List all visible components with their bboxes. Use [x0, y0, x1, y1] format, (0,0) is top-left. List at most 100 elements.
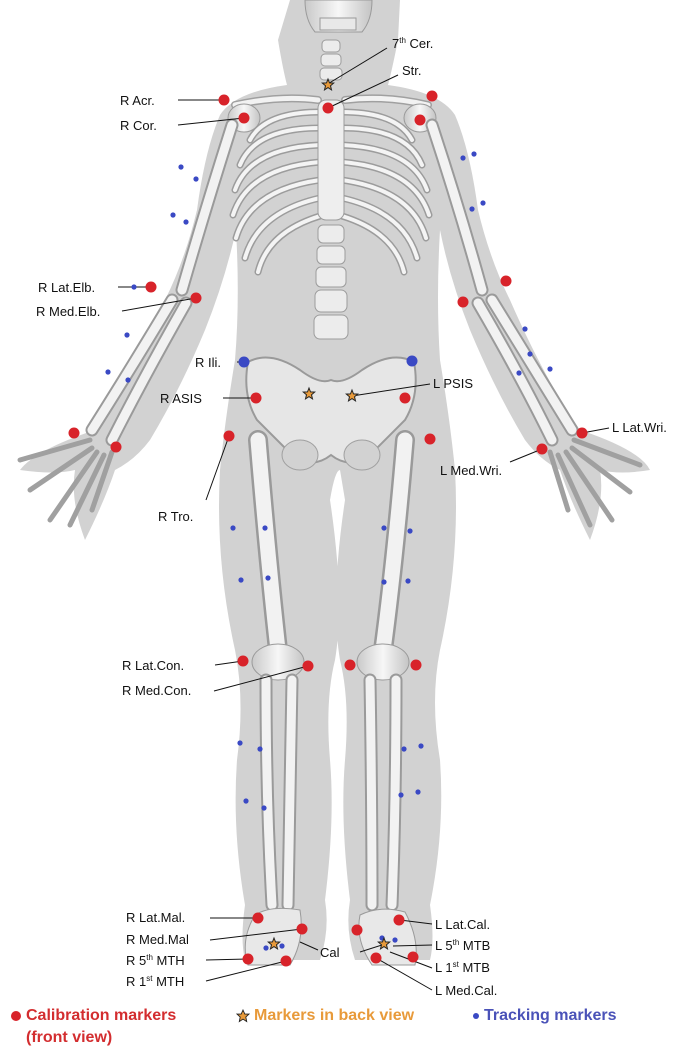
- calibration-marker: [352, 925, 363, 936]
- label-r-5th-mth: R 5th MTH: [126, 953, 185, 968]
- legend-calibration-sub: (front view): [26, 1029, 112, 1047]
- tracking-marker: [125, 377, 130, 382]
- label-l-5th-mtb: L 5th MTB: [435, 938, 490, 953]
- calibration-marker: [243, 954, 254, 965]
- tracking-marker: [230, 525, 235, 530]
- label-r-1st-mth: R 1st MTH: [126, 974, 184, 989]
- calibration-marker: [345, 660, 356, 671]
- tracking-marker: [261, 805, 266, 810]
- label-r-med-con: R Med.Con.: [122, 683, 191, 698]
- calibration-marker: [427, 91, 438, 102]
- calibration-marker: [191, 293, 202, 304]
- label-l-lat-cal: L Lat.Cal.: [435, 917, 490, 932]
- tracking-marker: [469, 206, 474, 211]
- label-r-med-mal: R Med.Mal: [126, 932, 189, 947]
- legend-back-label: Markers in back view: [254, 1007, 414, 1024]
- legend-calibration-label: Calibration markers: [26, 1007, 176, 1024]
- tracking-marker: [418, 743, 423, 748]
- tracking-marker: [265, 575, 270, 580]
- legend-tracking: Tracking markers: [472, 1007, 617, 1025]
- tracking-marker: [183, 219, 188, 224]
- tracking-marker: [279, 943, 284, 948]
- label-r-tro: R Tro.: [158, 509, 193, 524]
- calibration-marker: [425, 434, 436, 445]
- tracking-marker: [243, 798, 248, 803]
- calibration-marker: [323, 103, 334, 114]
- calibration-marker: [239, 113, 250, 124]
- tracking-marker: [480, 200, 485, 205]
- tracking-marker: [381, 579, 386, 584]
- label-str: Str.: [402, 63, 422, 78]
- legend-tracking-label: Tracking markers: [484, 1007, 617, 1024]
- tracking-marker: [522, 326, 527, 331]
- calibration-marker: [69, 428, 80, 439]
- tracking-marker: [105, 369, 110, 374]
- skull: [305, 0, 372, 32]
- calibration-marker: [394, 915, 405, 926]
- tracking-marker: [131, 284, 136, 289]
- red-dot-icon: [10, 1010, 22, 1022]
- label-r-lat-con: R Lat.Con.: [122, 658, 184, 673]
- calibration-marker: [253, 913, 264, 924]
- legend: Calibration markers (front view) Markers…: [0, 1003, 691, 1055]
- calibration-marker: [281, 956, 292, 967]
- label-l-lat-wri: L Lat.Wri.: [612, 420, 667, 435]
- iliac-tracking-marker: [407, 356, 418, 367]
- tracking-marker: [124, 332, 129, 337]
- tracking-marker: [381, 525, 386, 530]
- tracking-marker: [460, 155, 465, 160]
- calibration-marker: [219, 95, 230, 106]
- tracking-marker: [401, 746, 406, 751]
- tracking-marker: [238, 577, 243, 582]
- calibration-marker: [400, 393, 411, 404]
- tracking-marker: [170, 212, 175, 217]
- tracking-marker: [262, 525, 267, 530]
- iliac-tracking-marker: [239, 357, 250, 368]
- label-r-ili: R Ili.: [195, 355, 221, 370]
- calibration-marker: [415, 115, 426, 126]
- label-r-lat-mal: R Lat.Mal.: [126, 910, 185, 925]
- label-r-cor: R Cor.: [120, 118, 157, 133]
- calibration-marker: [297, 924, 308, 935]
- calibration-marker: [251, 393, 262, 404]
- label-7th-cer: 7th Cer.: [392, 36, 433, 51]
- calibration-marker: [501, 276, 512, 287]
- calibration-marker: [577, 428, 588, 439]
- legend-back-view: Markers in back view: [236, 1007, 414, 1025]
- label-l-med-wri: L Med.Wri.: [440, 463, 502, 478]
- calibration-marker: [224, 431, 235, 442]
- tracking-marker: [516, 370, 521, 375]
- tracking-marker: [237, 740, 242, 745]
- sternum: [318, 100, 344, 220]
- calibration-marker: [111, 442, 122, 453]
- calibration-marker: [238, 656, 249, 667]
- label-l-med-cal: L Med.Cal.: [435, 983, 497, 998]
- label-l-psis: L PSIS: [433, 376, 473, 391]
- label-cal: Cal: [320, 945, 340, 960]
- calibration-marker: [537, 444, 548, 455]
- label-l-1st-mtb: L 1st MTB: [435, 960, 490, 975]
- calibration-marker: [408, 952, 419, 963]
- calibration-marker: [146, 282, 157, 293]
- label-r-lat-elb: R Lat.Elb.: [38, 280, 95, 295]
- tracking-marker: [415, 789, 420, 794]
- label-r-asis: R ASIS: [160, 391, 202, 406]
- star-icon: [236, 1009, 250, 1023]
- tracking-marker: [547, 366, 552, 371]
- tracking-marker: [407, 528, 412, 533]
- tracking-marker: [257, 746, 262, 751]
- label-r-acr: R Acr.: [120, 93, 155, 108]
- tracking-marker: [178, 164, 183, 169]
- blue-dot-icon: [472, 1012, 480, 1020]
- tracking-marker: [471, 151, 476, 156]
- calibration-marker: [411, 660, 422, 671]
- calibration-marker: [303, 661, 314, 672]
- calibration-marker: [458, 297, 469, 308]
- legend-calibration: Calibration markers: [10, 1007, 176, 1025]
- tracking-marker: [527, 351, 532, 356]
- tracking-marker: [193, 176, 198, 181]
- tracking-marker: [398, 792, 403, 797]
- tracking-marker: [405, 578, 410, 583]
- tracking-marker: [392, 937, 397, 942]
